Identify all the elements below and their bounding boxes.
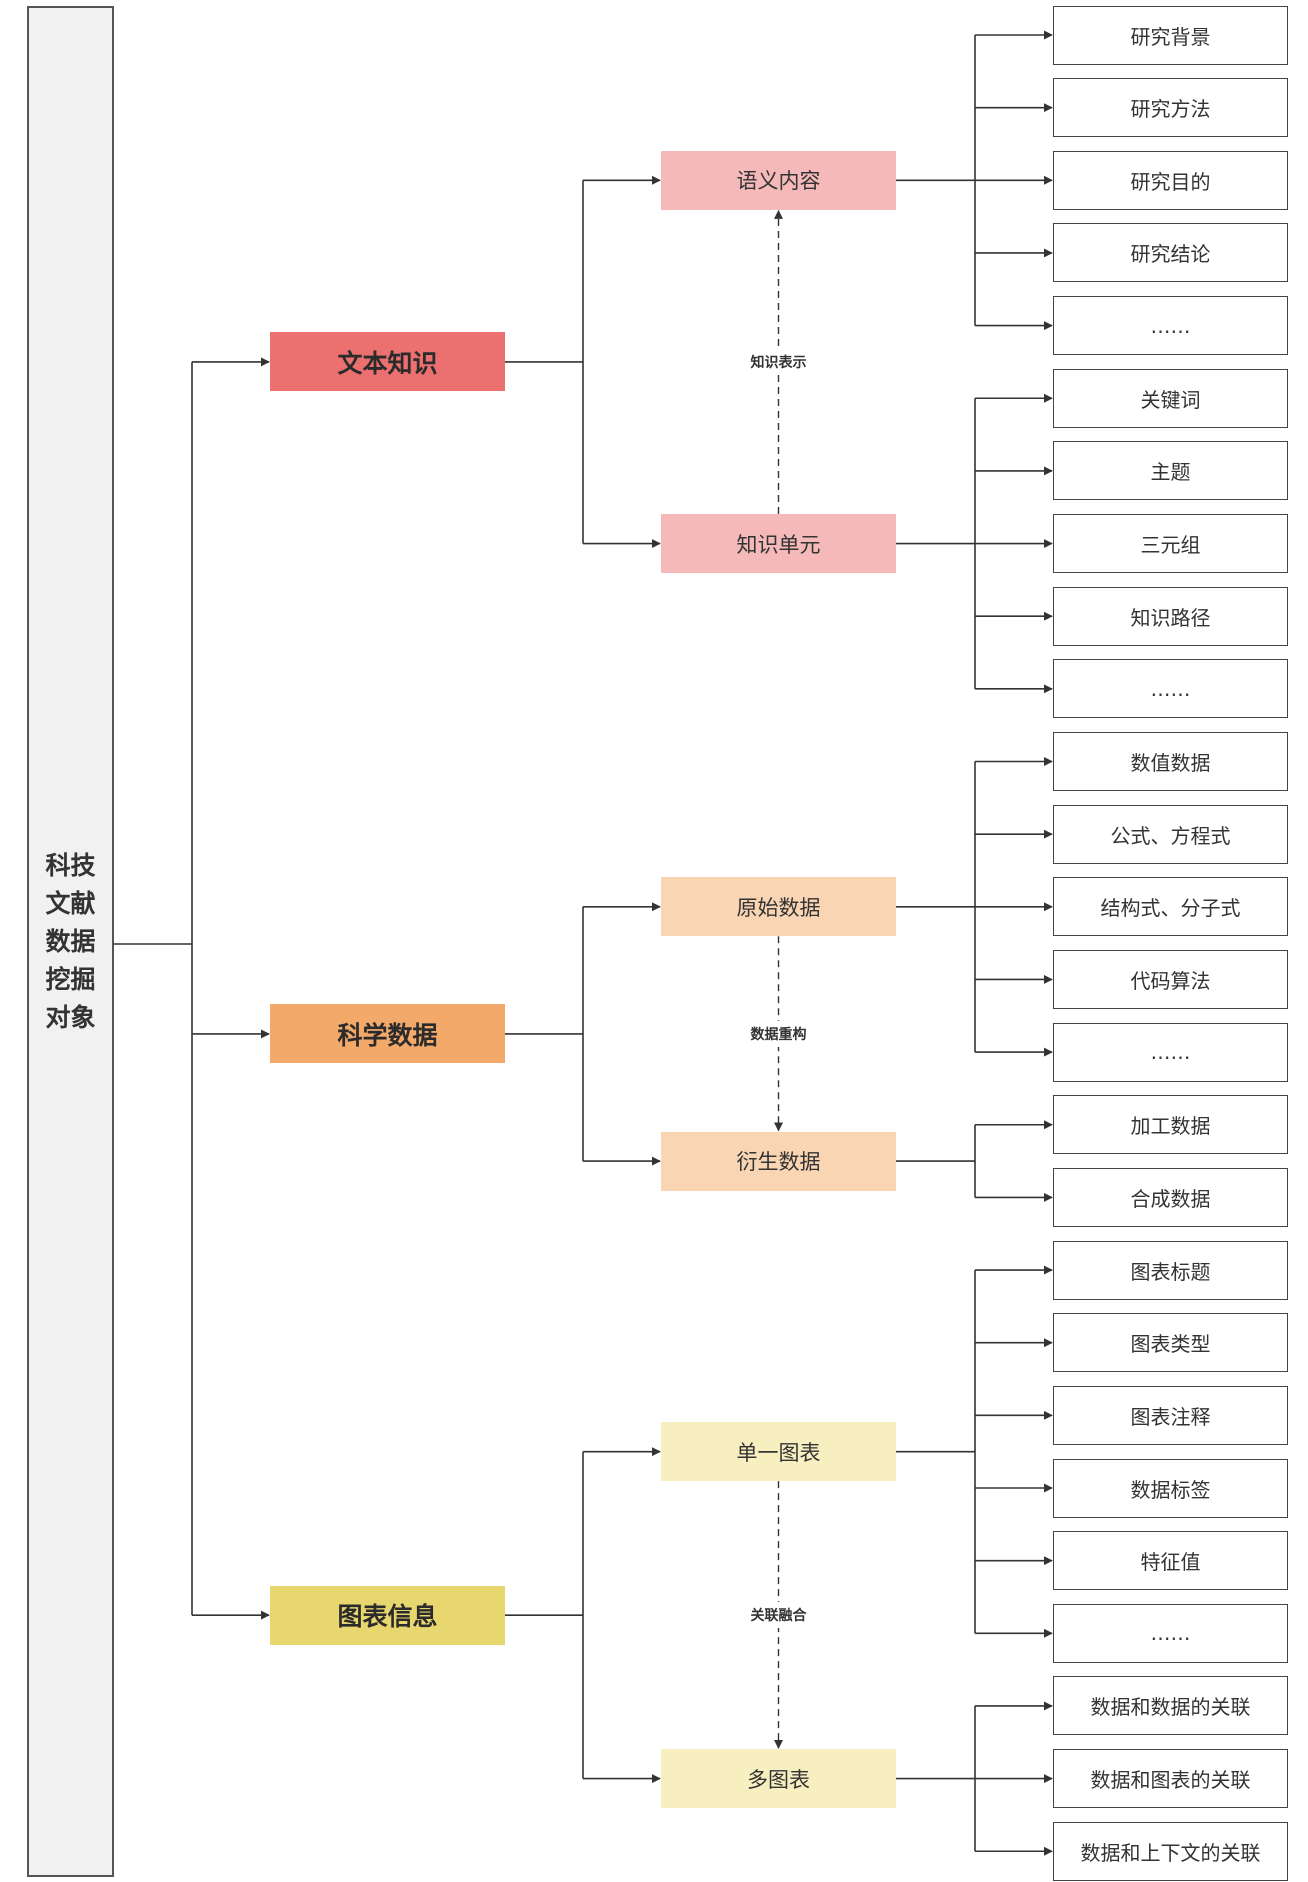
leaf-node-label: …… <box>1150 676 1191 701</box>
sub-category-node: 衍生数据 <box>661 1131 896 1191</box>
leaf-node: 数据和图表的关联 <box>1053 1749 1288 1809</box>
leaf-node: 研究结论 <box>1053 223 1288 283</box>
leaf-node-label: 研究结论 <box>1130 242 1211 267</box>
leaf-node: 知识路径 <box>1053 586 1288 646</box>
root-node: 科技文献数据挖掘对象 <box>27 6 114 1877</box>
category-node: 文本知识 <box>270 332 505 392</box>
leaf-node-label: 图表类型 <box>1130 1332 1211 1357</box>
category-node-label: 图表信息 <box>337 1602 438 1632</box>
leaf-node-label: 数值数据 <box>1130 751 1211 775</box>
root-label-line: 挖掘 <box>45 964 96 994</box>
leaf-node: 关键词 <box>1053 368 1288 428</box>
leaf-node: 特征值 <box>1053 1531 1288 1591</box>
leaf-node: 数值数据 <box>1053 732 1288 791</box>
leaf-node: 加工数据 <box>1053 1095 1288 1155</box>
leaf-node: 研究背景 <box>1053 5 1288 65</box>
category-node-label: 文本知识 <box>337 348 438 378</box>
leaf-node-label: 图表注释 <box>1130 1404 1211 1429</box>
leaf-node: …… <box>1053 296 1288 356</box>
leaf-node: 图表注释 <box>1053 1385 1288 1445</box>
leaf-node: …… <box>1053 1603 1288 1663</box>
leaf-node-label: 数据和数据的关联 <box>1090 1695 1251 1720</box>
leaf-node: 数据和上下文的关联 <box>1053 1821 1288 1881</box>
sub-category-node-label: 知识单元 <box>736 532 821 557</box>
leaf-node: 代码算法 <box>1053 949 1288 1009</box>
leaf-node-label: 主题 <box>1150 460 1191 485</box>
sub-category-node-label: 衍生数据 <box>736 1150 821 1175</box>
leaf-node-label: 知识路径 <box>1130 605 1211 630</box>
relation-label: 关联融合 <box>748 1602 809 1629</box>
sub-category-node-label: 多图表 <box>747 1767 810 1792</box>
leaf-node-label: 结构式、分子式 <box>1100 896 1241 921</box>
sub-category-node-label: 单一图表 <box>736 1440 821 1465</box>
leaf-node: 研究方法 <box>1053 78 1288 138</box>
leaf-node-label: 代码算法 <box>1130 968 1211 993</box>
leaf-node: 数据和数据的关联 <box>1053 1676 1288 1736</box>
leaf-node-label: 数据和上下文的关联 <box>1080 1840 1261 1865</box>
leaf-node-label: 特征值 <box>1140 1550 1201 1575</box>
leaf-node-label: 加工数据 <box>1130 1114 1211 1139</box>
leaf-node: …… <box>1053 1022 1288 1082</box>
leaf-node-label: 研究目的 <box>1130 169 1211 194</box>
sub-category-node-label: 原始数据 <box>736 895 821 920</box>
leaf-node: 主题 <box>1053 441 1288 501</box>
sub-category-node-label: 语义内容 <box>736 169 821 194</box>
leaf-node: 图表类型 <box>1053 1313 1288 1373</box>
leaf-node-label: 数据和图表的关联 <box>1090 1768 1251 1793</box>
leaf-node-label: 数据标签 <box>1130 1477 1211 1502</box>
leaf-node: …… <box>1053 659 1288 719</box>
sub-category-node: 原始数据 <box>661 877 896 937</box>
relation-label: 知识表示 <box>748 348 809 375</box>
leaf-node-label: 研究方法 <box>1130 97 1211 122</box>
leaf-node-label: 公式、方程式 <box>1110 823 1231 848</box>
sub-category-node: 语义内容 <box>661 150 896 210</box>
leaf-node: 公式、方程式 <box>1053 804 1288 864</box>
root-label-line: 数据 <box>45 926 96 956</box>
leaf-node-label: 三元组 <box>1140 533 1201 558</box>
leaf-node: 合成数据 <box>1053 1167 1288 1227</box>
category-node-label: 科学数据 <box>337 1020 438 1050</box>
sub-category-node: 单一图表 <box>661 1422 896 1482</box>
category-node: 图表信息 <box>270 1585 505 1645</box>
root-label-line: 对象 <box>45 1002 96 1032</box>
leaf-node: 图表标题 <box>1053 1240 1288 1300</box>
leaf-node-label: …… <box>1150 313 1191 338</box>
leaf-node-label: 研究背景 <box>1130 24 1211 49</box>
sub-category-node: 知识单元 <box>661 514 896 574</box>
leaf-node: 三元组 <box>1053 514 1288 574</box>
root-label-line: 文献 <box>45 888 96 918</box>
leaf-node-label: …… <box>1150 1040 1191 1065</box>
leaf-node: 结构式、分子式 <box>1053 877 1288 937</box>
leaf-node: 研究目的 <box>1053 150 1288 210</box>
relation-label: 数据重构 <box>748 1020 809 1047</box>
sub-category-node: 多图表 <box>661 1749 896 1809</box>
leaf-node-label: 关键词 <box>1140 387 1201 412</box>
leaf-node-label: 合成数据 <box>1130 1186 1211 1211</box>
leaf-node: 数据标签 <box>1053 1458 1288 1518</box>
root-label: 科技文献数据挖掘对象 <box>41 847 101 1037</box>
category-node: 科学数据 <box>270 1004 505 1064</box>
leaf-node-label: …… <box>1150 1621 1191 1646</box>
root-label-line: 科技 <box>45 850 96 880</box>
leaf-node-label: 图表标题 <box>1130 1259 1211 1284</box>
